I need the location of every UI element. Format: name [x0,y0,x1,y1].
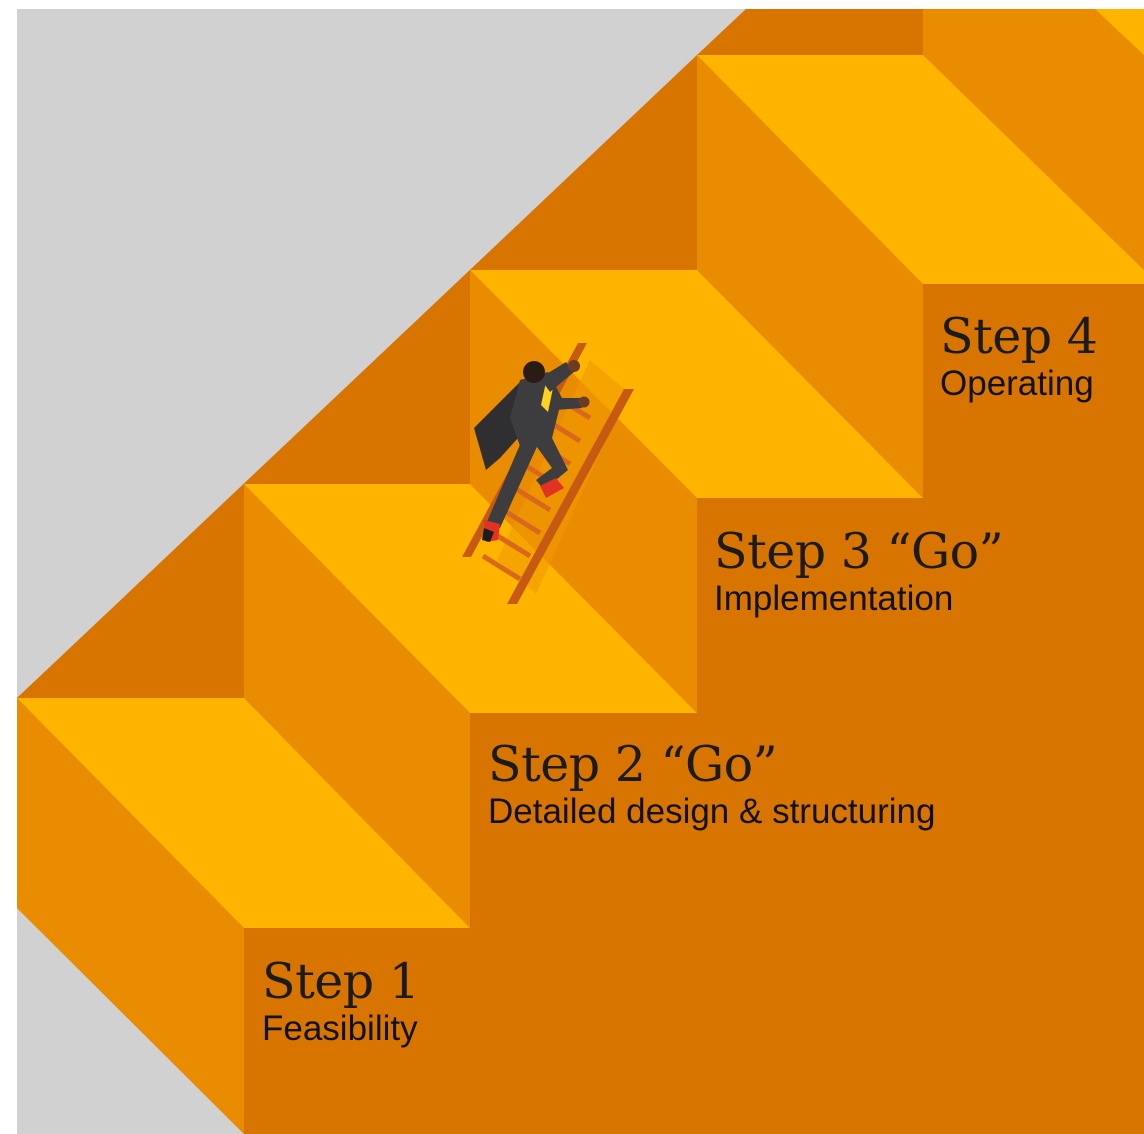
step2-label: Step 2 “Go” Detailed design & structurin… [488,738,935,832]
climbing-businessman-figure [474,360,590,542]
figure-lower-arm [552,398,582,410]
figure-coat-tail [474,382,520,470]
step5-tread [1095,9,1144,55]
figure-raised-hand [568,360,580,372]
step4-subtitle: Operating [940,364,1094,403]
step2-side-wall [244,484,470,928]
step1-title: Step 1 [262,953,420,1010]
step1-riser-shadow [17,484,244,698]
figure-raised-arm [540,362,574,392]
figure-lower-hand [578,396,590,408]
step1-label: Step 1 Feasibility [262,953,420,1049]
step1-tread [17,698,470,928]
step4-label: Step 4 Operating [940,308,1098,404]
step3-label: Step 3 “Go” Implementation [714,523,1004,619]
step3-title: Step 3 “Go” [714,523,1004,580]
step3-riser-shadow [470,55,697,270]
figure-back-shoe-sole [482,528,494,542]
step1-side-wall [17,698,244,1134]
step1-subtitle: Feasibility [262,1009,418,1048]
step3-subtitle: Implementation [714,579,954,618]
figure-head [523,361,545,383]
step4-title: Step 4 [940,308,1098,365]
step5-side-wall [923,9,1144,270]
step2-riser-shadow [244,270,470,484]
ladder-bridge-shade [497,360,628,594]
ladder-right-rail [507,389,634,604]
step4-tread [697,55,1144,284]
step2-title: Step 2 “Go” [488,736,778,793]
step2-subtitle: Detailed design & structuring [488,792,936,831]
step3-tread [470,270,923,498]
figure-back-leg [486,440,540,528]
figure-front-shoe [540,478,564,498]
step4-riser-shadow [697,9,923,55]
figure-front-leg [532,438,568,490]
step2-tread [244,484,697,713]
step4-side-wall [697,55,923,498]
